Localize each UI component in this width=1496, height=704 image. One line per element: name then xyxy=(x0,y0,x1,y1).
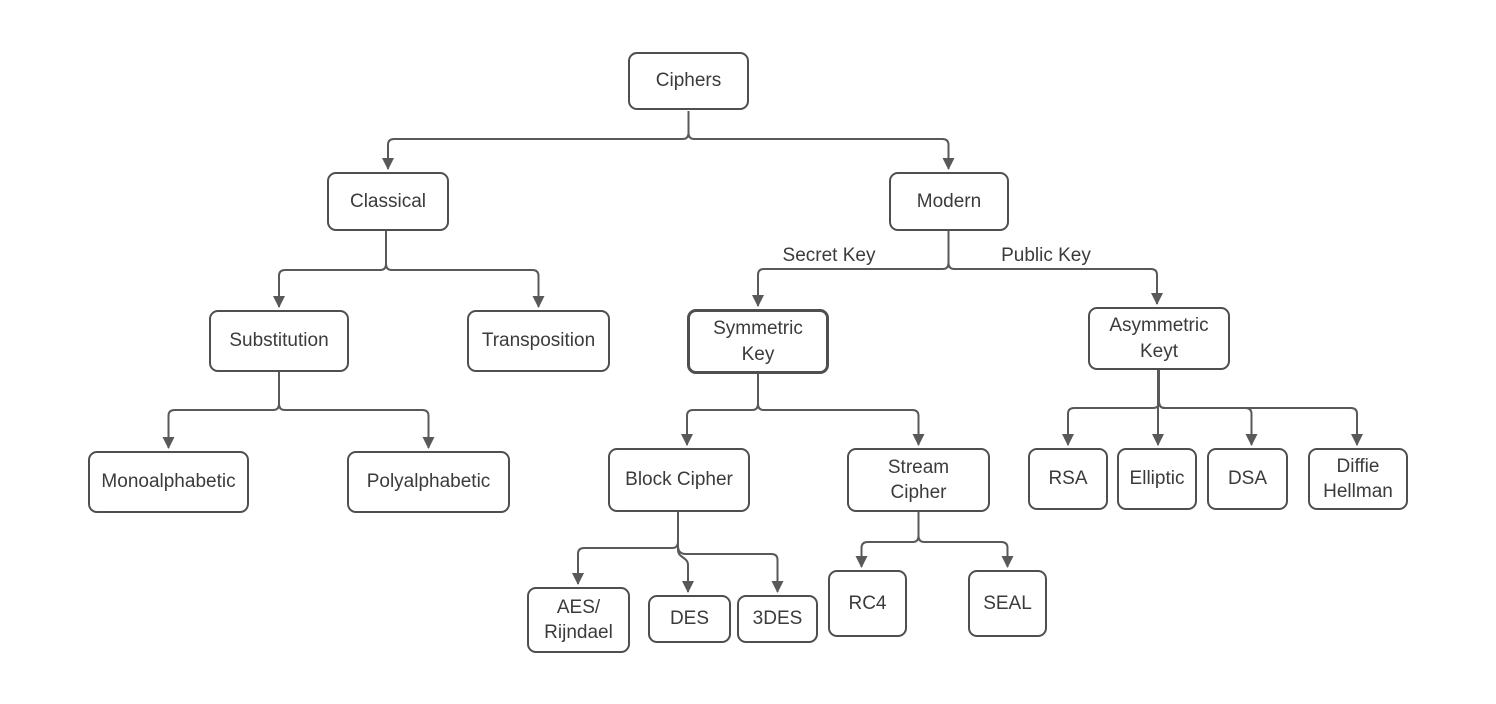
connector-classical-substitution xyxy=(273,231,387,308)
node-block-cipher-label: Block Cipher xyxy=(625,469,733,491)
connector-ciphers-classical xyxy=(382,111,690,170)
node-des-label: DES xyxy=(669,608,710,630)
node-transposition-label: Transposition xyxy=(481,330,596,352)
node-stream-cipher: Stream Cipher xyxy=(847,448,990,512)
node-symmetric-key: Symmetric Key xyxy=(687,309,829,374)
node-polyalphabetic-label: Polyalphabetic xyxy=(366,471,491,493)
node-symmetric-key-label: Symmetric Key xyxy=(713,318,803,365)
node-asymmetric-key-label: Asymmetric Keyt xyxy=(1109,315,1209,362)
connector-asymmetric-diffie xyxy=(1158,370,1363,446)
node-polyalphabetic: Polyalphabetic xyxy=(347,451,510,513)
connector-block-3des xyxy=(677,512,784,593)
node-rc4: RC4 xyxy=(828,570,907,637)
node-diffie-hellman: Diffie Hellman xyxy=(1308,448,1408,510)
connector-modern-asymmetric xyxy=(947,231,1163,305)
node-dsa: DSA xyxy=(1207,448,1288,510)
node-substitution-label: Substitution xyxy=(229,330,329,352)
node-transposition: Transposition xyxy=(467,310,610,372)
connector-symmetric-block xyxy=(681,374,759,446)
connector-stream-seal xyxy=(917,512,1014,568)
node-rsa-label: RSA xyxy=(1048,468,1088,490)
node-seal-label: SEAL xyxy=(983,592,1032,614)
node-asymmetric-key: Asymmetric Keyt xyxy=(1088,307,1230,370)
connector-modern-symmetric xyxy=(752,231,950,307)
node-ciphers-label: Ciphers xyxy=(655,70,722,92)
node-classical: Classical xyxy=(327,172,449,231)
node-modern: Modern xyxy=(889,172,1009,231)
node-rsa: RSA xyxy=(1028,448,1108,510)
node-rc4-label: RC4 xyxy=(848,592,887,614)
connector-substitution-monoalphabetic xyxy=(162,372,280,449)
node-3des-label: 3DES xyxy=(752,608,803,630)
connector-substitution-polyalphabetic xyxy=(278,372,435,449)
edge-label-secret-key: Secret Key xyxy=(779,245,879,267)
node-3des: 3DES xyxy=(737,595,818,643)
node-elliptic: Elliptic xyxy=(1117,448,1197,510)
connector-block-aes xyxy=(572,512,679,585)
node-aes-rijndael: AES/ Rijndael xyxy=(527,587,630,653)
connector-classical-transposition xyxy=(385,231,545,308)
connector-asymmetric-rsa xyxy=(1062,370,1160,446)
node-diffie-hellman-label: Diffie Hellman xyxy=(1323,455,1393,502)
connector-symmetric-stream xyxy=(757,374,925,446)
node-monoalphabetic: Monoalphabetic xyxy=(88,451,249,513)
node-monoalphabetic-label: Monoalphabetic xyxy=(101,471,236,493)
node-ciphers: Ciphers xyxy=(628,52,749,110)
node-block-cipher: Block Cipher xyxy=(608,448,750,512)
node-classical-label: Classical xyxy=(349,190,427,212)
node-des: DES xyxy=(648,595,731,643)
node-substitution: Substitution xyxy=(209,310,349,372)
node-elliptic-label: Elliptic xyxy=(1129,468,1185,490)
node-modern-label: Modern xyxy=(916,190,982,212)
node-aes-rijndael-label: AES/ Rijndael xyxy=(544,596,613,643)
connector-stream-rc4 xyxy=(855,512,920,568)
node-seal: SEAL xyxy=(968,570,1047,637)
connector-ciphers-modern xyxy=(687,111,955,170)
edge-label-public-key: Public Key xyxy=(998,245,1094,267)
node-dsa-label: DSA xyxy=(1227,468,1268,490)
node-stream-cipher-label: Stream Cipher xyxy=(887,456,950,503)
